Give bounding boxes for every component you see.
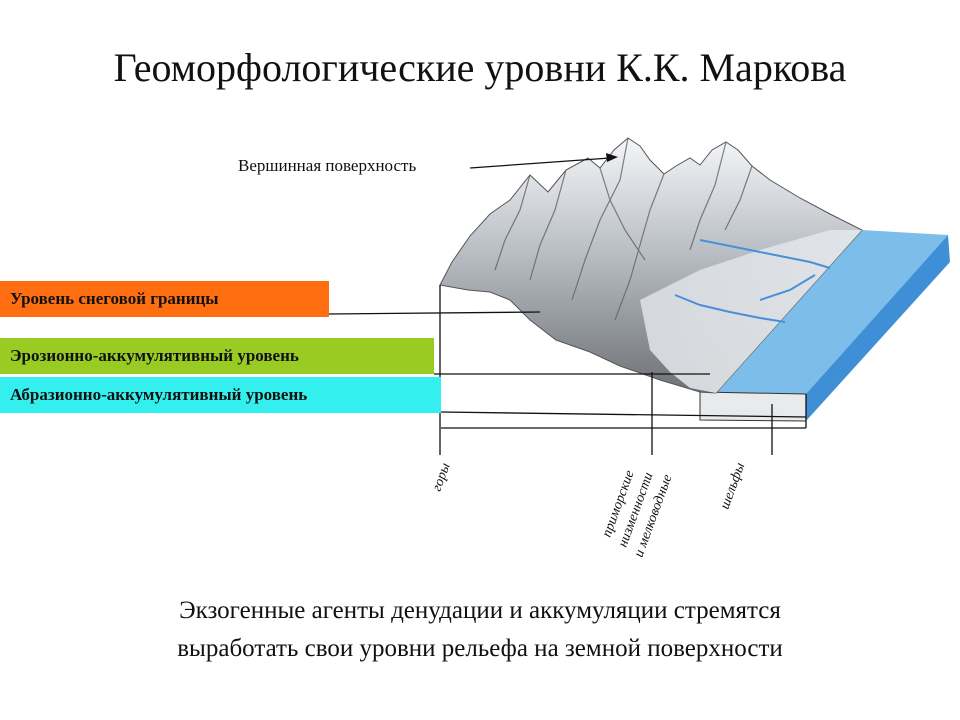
zone-label-mountains: горы [430,461,454,493]
erosion-accumulation-level-label: Эрозионно-аккумулятивный уровень [0,338,434,374]
coastal-plain [640,230,862,393]
footer-line-1: Экзогенные агенты денудации и аккумуляци… [179,597,781,624]
sea-side-face [806,235,950,421]
sea-surface [716,230,948,394]
ridge-lines [494,137,753,321]
summit-arrowhead [606,153,618,162]
summit-arrow [469,157,611,169]
river [674,239,831,323]
snowline-level-label: Уровень снеговой границы [0,281,329,317]
footer-caption: Экзогенные агенты денудации и аккумуляци… [0,592,960,668]
page-title: Геоморфологические уровни К.К. Маркова [113,45,847,90]
summit-surface-label: Вершинная поверхность [238,156,417,175]
level-lines [328,311,807,429]
footer-line-2: выработать свои уровни рельефа на земной… [177,635,783,662]
zone-label-lowlands-4: шельфы [718,461,749,512]
zone-guide-lines [439,285,807,455]
abrasion-accumulation-level-label: Абразионно-аккумулятивный уровень [0,377,441,413]
